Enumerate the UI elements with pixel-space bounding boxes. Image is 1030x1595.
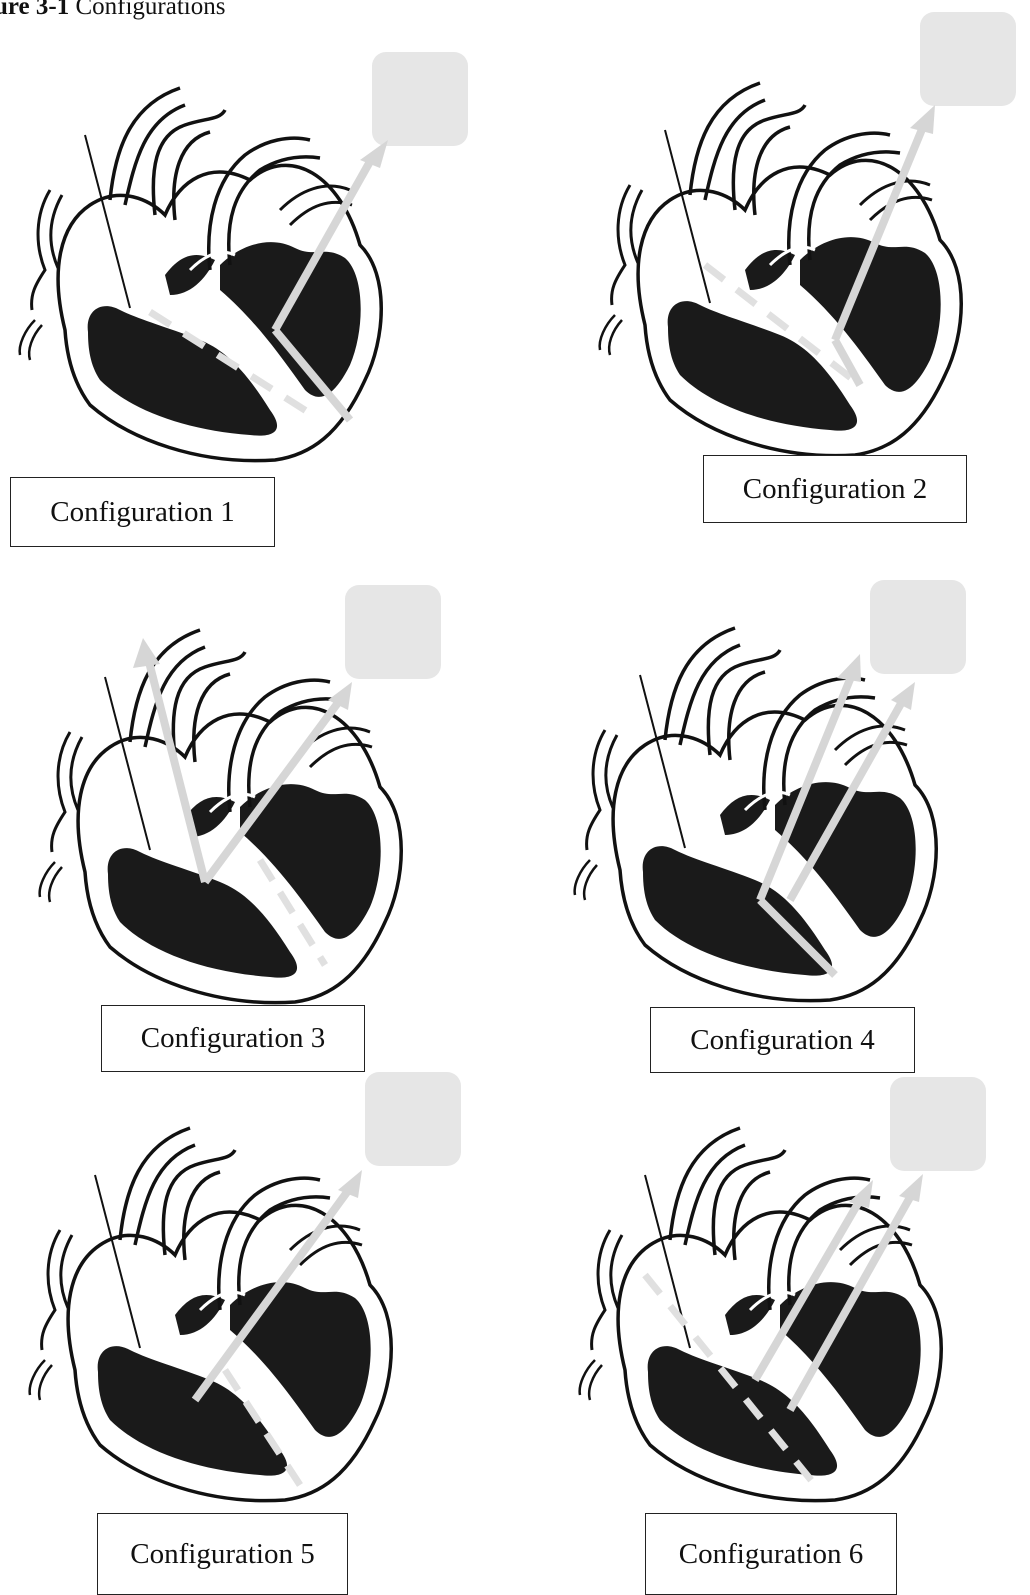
lead-arrow-head [133,638,160,668]
lead-arrow-head [891,682,915,710]
configuration-2-label: Configuration 2 [703,455,967,523]
configuration-3-panel: Configuration 3 [0,560,515,1080]
configuration-5-panel: Configuration 5 [0,1080,515,1595]
lead-arrow-head [910,105,935,134]
generator-pad [920,12,1016,106]
generator-pad [345,585,441,679]
generator-pad [890,1077,986,1171]
generator-pad [870,580,966,674]
heart-diagram-3 [0,560,515,1080]
configuration-4-label: Configuration 4 [650,1007,915,1073]
configuration-5-label: Configuration 5 [97,1513,348,1595]
configuration-4-panel: Configuration 4 [515,560,1030,1080]
configuration-6-label: Configuration 6 [645,1513,897,1595]
configuration-6-panel: Configuration 6 [515,1080,1030,1595]
generator-pad [372,52,468,146]
configuration-1-label: Configuration 1 [10,477,275,547]
heart-diagram-1 [0,0,515,560]
lead-arrow-head [837,654,861,682]
lead-arrow-head [899,1174,923,1202]
heart-diagram-4 [515,560,1030,1080]
configuration-3-label: Configuration 3 [101,1005,365,1072]
generator-pad [365,1072,461,1166]
lead-arrow-head [849,1180,873,1208]
configuration-1-panel: Configuration 1 [0,0,515,560]
configuration-2-panel: Configuration 2 [515,0,1030,560]
